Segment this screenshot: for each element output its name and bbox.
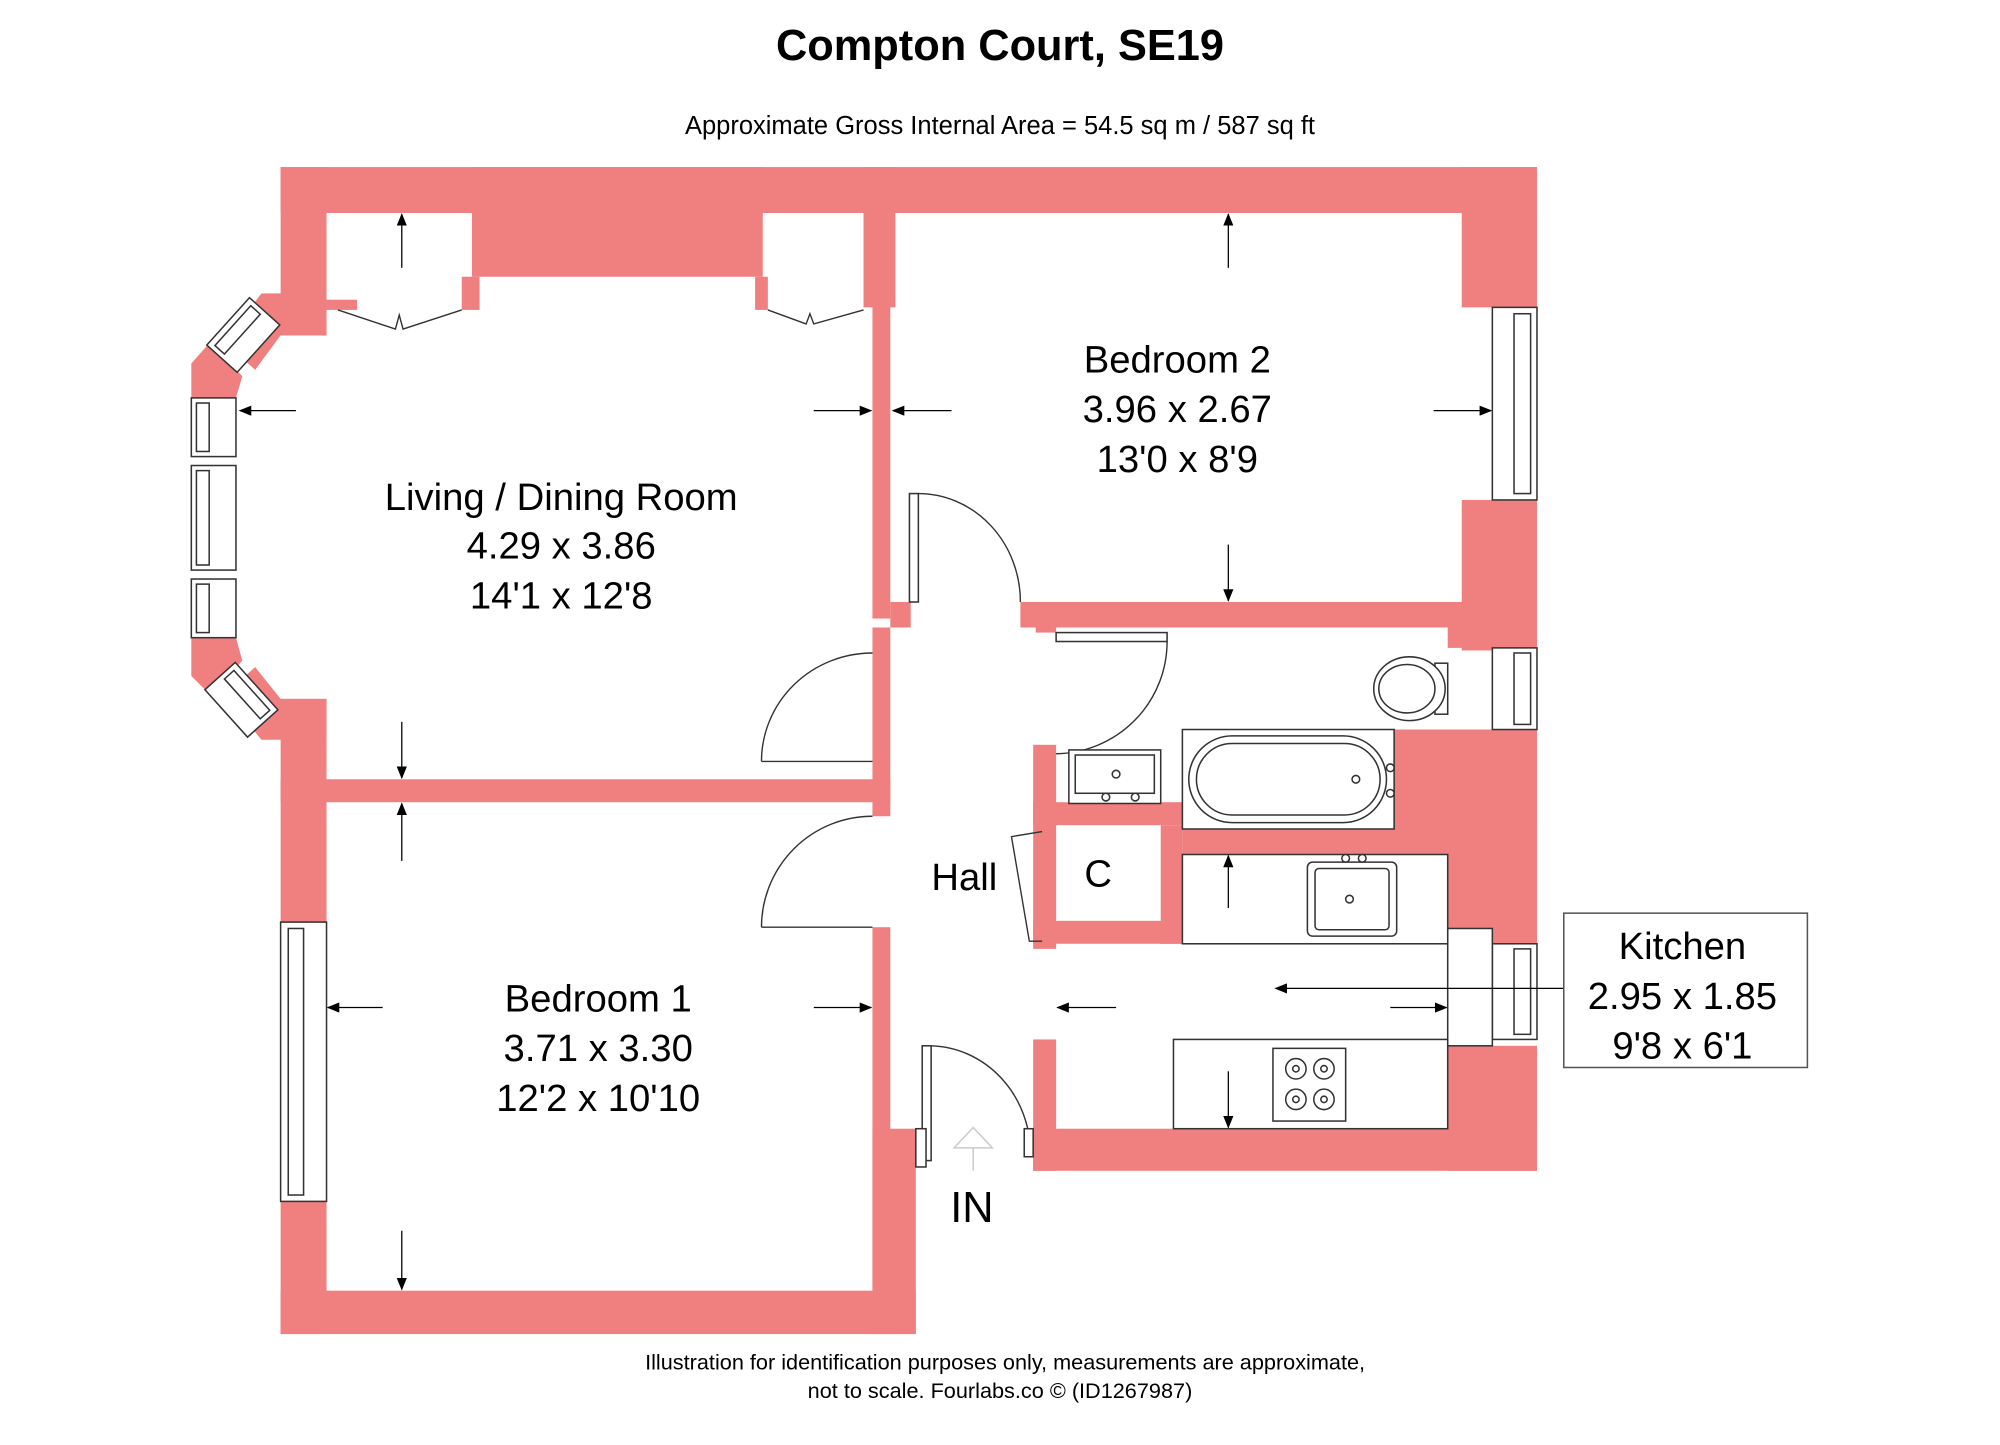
room-name: Bedroom 1 — [505, 977, 692, 1020]
plan-title: Compton Court, SE19 — [776, 22, 1224, 70]
room-label-bedroom2: Bedroom 2 3.96 x 2.67 13'0 x 8'9 — [1083, 338, 1272, 480]
fixtures — [1068, 656, 1449, 1130]
entrance-arrow-icon — [952, 1126, 995, 1171]
entrance-label: IN — [950, 1184, 993, 1232]
room-name: Bedroom 2 — [1084, 338, 1271, 381]
toilet-icon — [1372, 656, 1449, 722]
room-imperial: 9'8 x 6'1 — [1612, 1025, 1752, 1068]
bath-icon — [1181, 728, 1395, 830]
disclaimer-line-1: Illustration for identification purposes… — [645, 1350, 1365, 1375]
room-label-bedroom1: Bedroom 1 3.71 x 3.30 12'2 x 10'10 — [496, 977, 700, 1119]
room-metric: 3.96 x 2.67 — [1083, 388, 1272, 431]
disclaimer-line-2: not to scale. Fourlabs.co © (ID1267987) — [808, 1378, 1193, 1403]
room-label-kitchen: Kitchen 2.95 x 1.85 9'8 x 6'1 — [1588, 925, 1777, 1067]
area-subtitle: Approximate Gross Internal Area = 54.5 s… — [685, 112, 1315, 140]
room-imperial: 14'1 x 12'8 — [470, 574, 653, 617]
room-imperial: 13'0 x 8'9 — [1097, 438, 1258, 481]
hob-icon — [1172, 1038, 1449, 1130]
room-label-cupboard: C — [1084, 852, 1112, 895]
room-name: Kitchen — [1619, 925, 1747, 968]
sink-icon — [1181, 853, 1449, 945]
room-label-hall: Hall — [931, 856, 997, 899]
dimension-arrows — [238, 213, 1564, 1291]
windows — [190, 296, 1538, 1203]
room-name: Living / Dining Room — [385, 476, 738, 519]
room-imperial: 12'2 x 10'10 — [496, 1077, 700, 1120]
room-metric: 2.95 x 1.85 — [1588, 975, 1777, 1018]
walls — [191, 167, 1537, 1335]
room-metric: 4.29 x 3.86 — [467, 525, 656, 568]
room-metric: 3.71 x 3.30 — [504, 1027, 693, 1070]
basin-icon — [1068, 749, 1162, 805]
room-label-living: Living / Dining Room 4.29 x 3.86 14'1 x … — [385, 476, 738, 617]
doors — [337, 309, 1168, 1168]
kitchen-label-box — [1563, 912, 1809, 1069]
